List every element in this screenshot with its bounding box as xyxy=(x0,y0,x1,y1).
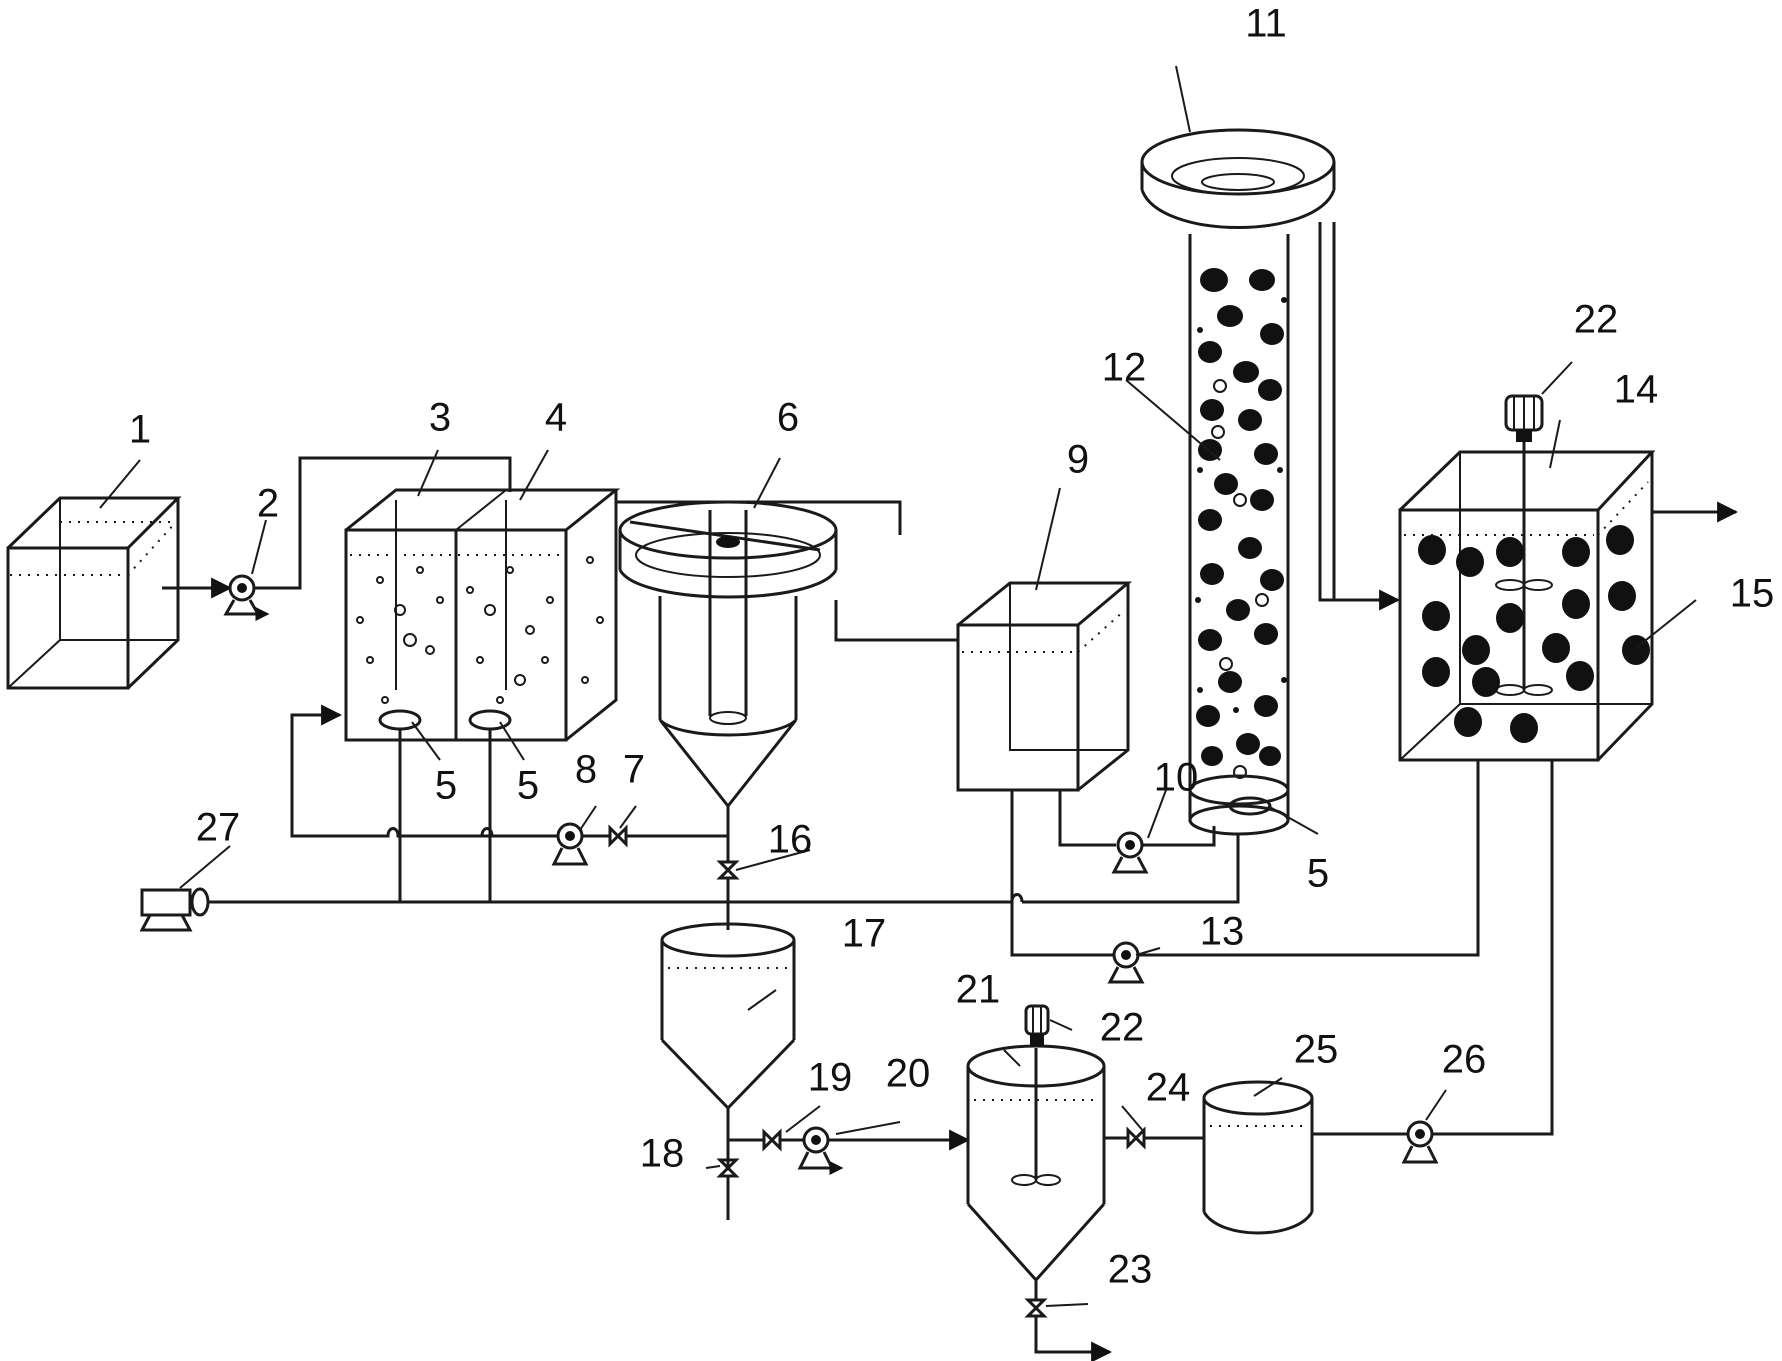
air-risers xyxy=(398,728,492,902)
column-12 xyxy=(1140,128,1336,836)
label-6: 6 xyxy=(777,396,799,440)
leader-lines xyxy=(99,65,1697,1307)
pump-10 xyxy=(1111,831,1149,874)
valve-7 xyxy=(608,824,628,848)
label-16: 16 xyxy=(768,818,813,862)
tank-21 xyxy=(966,1044,1106,1300)
tank-9 xyxy=(956,581,1133,792)
label-9: 9 xyxy=(1067,438,1089,482)
label-20: 20 xyxy=(886,1052,931,1096)
label-23: 23 xyxy=(1108,1248,1153,1292)
label-24: 24 xyxy=(1146,1066,1191,1110)
pipe-13-to-9 xyxy=(1010,790,1114,957)
tank-3-4 xyxy=(344,488,902,742)
label-22a: 22 xyxy=(1574,298,1619,342)
label-11: 11 xyxy=(1245,2,1287,46)
label-1: 1 xyxy=(129,408,151,452)
label-2: 2 xyxy=(257,482,279,526)
motor-22-top xyxy=(1504,361,1573,442)
label-12: 12 xyxy=(1102,346,1147,390)
label-22b: 22 xyxy=(1100,1006,1145,1050)
motor-22-bottom xyxy=(1024,1004,1050,1046)
label-7: 7 xyxy=(623,748,645,792)
label-17: 17 xyxy=(842,912,887,956)
pump-13 xyxy=(1107,941,1145,984)
valve-23 xyxy=(1024,1298,1048,1318)
pipe-14-to-13 xyxy=(1138,760,1480,957)
pipe-26-to-14 xyxy=(1432,760,1554,1136)
sludge-tank-17 xyxy=(660,922,796,1170)
tank-1 xyxy=(6,496,233,690)
pump-26 xyxy=(1401,1120,1439,1164)
tank-25 xyxy=(1202,1080,1314,1235)
air-header xyxy=(208,834,1240,904)
label-15: 15 xyxy=(1730,572,1775,616)
pipe-2-to-3 xyxy=(254,456,512,590)
label-19: 19 xyxy=(808,1056,853,1100)
label-25: 25 xyxy=(1294,1028,1339,1072)
label-8: 8 xyxy=(575,748,597,792)
pipe-11-to-14 xyxy=(1318,222,1401,611)
clarifier-6 xyxy=(618,500,958,840)
reactor-14 xyxy=(1398,440,1739,762)
label-21: 21 xyxy=(956,968,1001,1012)
labels: 1 2 3 4 5 5 6 7 8 9 10 11 12 13 14 15 16… xyxy=(129,2,1774,1292)
label-14: 14 xyxy=(1614,368,1659,412)
label-5b: 5 xyxy=(517,764,539,808)
valve-16 xyxy=(716,860,740,880)
label-5a: 5 xyxy=(435,764,457,808)
pump-20 xyxy=(797,1126,844,1175)
valve-19 xyxy=(762,1128,782,1152)
label-4: 4 xyxy=(545,396,567,440)
valve-18 xyxy=(716,1158,740,1178)
pipe-9-to-10 xyxy=(1058,790,1116,847)
label-5c: 5 xyxy=(1307,852,1329,896)
label-3: 3 xyxy=(429,396,451,440)
label-26: 26 xyxy=(1442,1038,1487,1082)
label-10: 10 xyxy=(1154,756,1199,800)
label-27: 27 xyxy=(196,806,241,850)
pump-2 xyxy=(223,574,270,621)
label-18: 18 xyxy=(640,1132,685,1176)
valve-24 xyxy=(1126,1126,1146,1150)
blower-27 xyxy=(139,887,210,932)
label-13: 13 xyxy=(1200,910,1245,954)
